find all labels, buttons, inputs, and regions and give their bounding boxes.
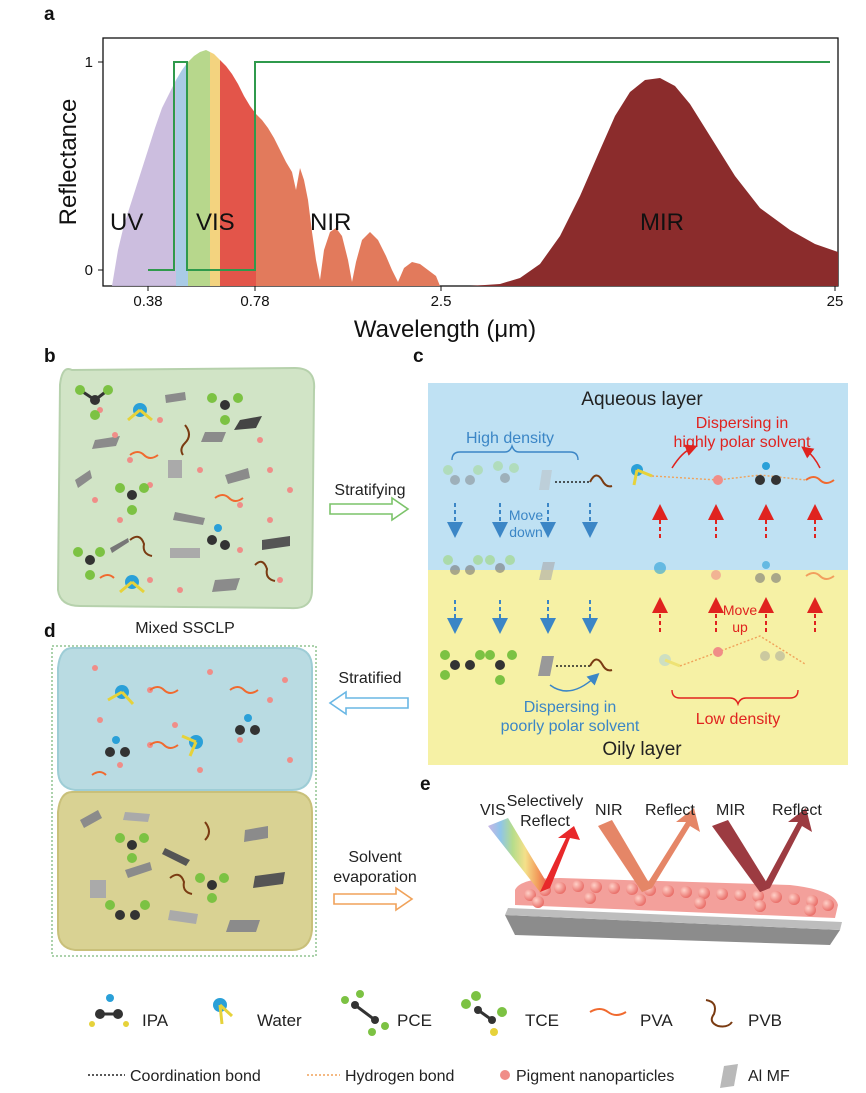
x-tick-0.38: 0.38 xyxy=(133,293,162,310)
legend-coord: Coordination bond xyxy=(130,1068,261,1085)
label-vis: VIS xyxy=(480,802,506,819)
vis-incoming-beam xyxy=(488,818,550,892)
vis-blue-area xyxy=(176,62,188,286)
reflectance-line xyxy=(148,61,830,271)
panel-label-c: c xyxy=(413,346,424,367)
legend-ipa: IPA xyxy=(142,1011,169,1030)
label-mir: MIR xyxy=(716,802,745,819)
legend: IPA Water PCE TCE PVA PVB Coordination b… xyxy=(88,990,790,1088)
pce-icon xyxy=(341,990,389,1036)
ipa-icon xyxy=(89,994,129,1027)
panel-d-frame xyxy=(51,645,317,957)
al-mf-icon xyxy=(720,1064,738,1088)
x-tick-2.5: 2.5 xyxy=(431,293,452,310)
nir-area xyxy=(256,114,440,286)
evap-label-1: Solvent xyxy=(348,849,402,866)
vis-green-area xyxy=(188,50,210,286)
legend-water: Water xyxy=(257,1011,302,1030)
low-density-label: Low density xyxy=(696,711,781,728)
legend-hbond: Hydrogen bond xyxy=(345,1068,454,1085)
dispersing-polar-label-2: highly polar solvent xyxy=(674,434,812,451)
mir-incoming-beam xyxy=(712,820,770,892)
mir-area xyxy=(470,78,838,286)
region-uv: UV xyxy=(110,209,143,236)
evaporation-arrow xyxy=(333,886,414,912)
label-selectively-reflect: Reflect xyxy=(520,813,570,830)
nir-reflected-beam xyxy=(642,808,700,892)
dispersing-polar-label-1: Dispersing in xyxy=(696,415,788,432)
vis-reflected-beam xyxy=(540,826,580,892)
x-axis-label: Wavelength (μm) xyxy=(354,316,536,343)
label-selectively: Selectively xyxy=(507,793,583,810)
aqueous-layer-bg xyxy=(428,383,848,570)
vis-yellow-area xyxy=(210,52,220,286)
water-icon xyxy=(213,998,234,1025)
aqueous-layer-label: Aqueous layer xyxy=(581,389,703,410)
panel-label-d: d xyxy=(44,621,56,642)
mixed-caption: Mixed SSCLP xyxy=(135,620,235,637)
pvb-icon xyxy=(705,999,733,1028)
legend-pva: PVA xyxy=(640,1011,673,1030)
label-nir: NIR xyxy=(595,802,623,819)
pigment-icon xyxy=(500,1070,510,1080)
panel-label-e: e xyxy=(420,774,431,795)
region-mir: MIR xyxy=(640,209,684,236)
nir-incoming-beam xyxy=(598,820,652,892)
dispersing-poor-label-2: poorly polar solvent xyxy=(501,718,640,735)
move-up-2: up xyxy=(732,619,748,635)
oily-layer-bg xyxy=(428,570,848,765)
move-down-1: Move xyxy=(509,507,543,523)
uv-area xyxy=(112,80,176,286)
label-mir-reflect: Reflect xyxy=(772,802,822,819)
panel-label-a: a xyxy=(44,4,55,25)
molecules-top-left xyxy=(443,461,552,490)
legend-almf: Al MF xyxy=(748,1068,790,1085)
region-vis: VIS xyxy=(196,209,235,236)
label-nir-reflect: Reflect xyxy=(645,802,695,819)
evap-label-2: evaporation xyxy=(333,869,417,886)
panel-label-b: b xyxy=(44,346,56,367)
stratified-label: Stratified xyxy=(338,670,401,687)
vis-red-area xyxy=(220,60,256,286)
move-up-1: Move xyxy=(723,602,757,618)
stratifying-arrow xyxy=(329,496,410,522)
x-tick-0.78: 0.78 xyxy=(240,293,269,310)
reflectance-chart: 1 0 0.38 0.78 2.5 25 Wavelength (μm) Ref… xyxy=(55,37,844,343)
legend-tce: TCE xyxy=(525,1011,559,1030)
y-tick-1: 1 xyxy=(85,54,93,71)
high-density-label: High density xyxy=(466,430,554,447)
y-tick-0: 0 xyxy=(85,262,93,279)
stratifying-label: Stratifying xyxy=(334,482,405,499)
stratified-arrow xyxy=(328,690,409,716)
legend-pvb: PVB xyxy=(748,1011,782,1030)
legend-pce: PCE xyxy=(397,1011,432,1030)
coating-sample xyxy=(505,878,842,945)
y-axis-label: Reflectance xyxy=(55,99,82,226)
region-nir: NIR xyxy=(310,209,351,236)
legend-pigment: Pigment nanoparticles xyxy=(516,1068,674,1085)
pva-icon xyxy=(589,1008,627,1016)
dispersing-poor-label-1: Dispersing in xyxy=(524,699,616,716)
move-down-2: down xyxy=(509,524,542,540)
tce-icon xyxy=(461,991,507,1036)
mir-reflected-beam xyxy=(760,808,812,892)
mixed-blob xyxy=(56,366,316,610)
oily-layer-label: Oily layer xyxy=(602,739,682,760)
x-tick-25: 25 xyxy=(827,293,844,310)
